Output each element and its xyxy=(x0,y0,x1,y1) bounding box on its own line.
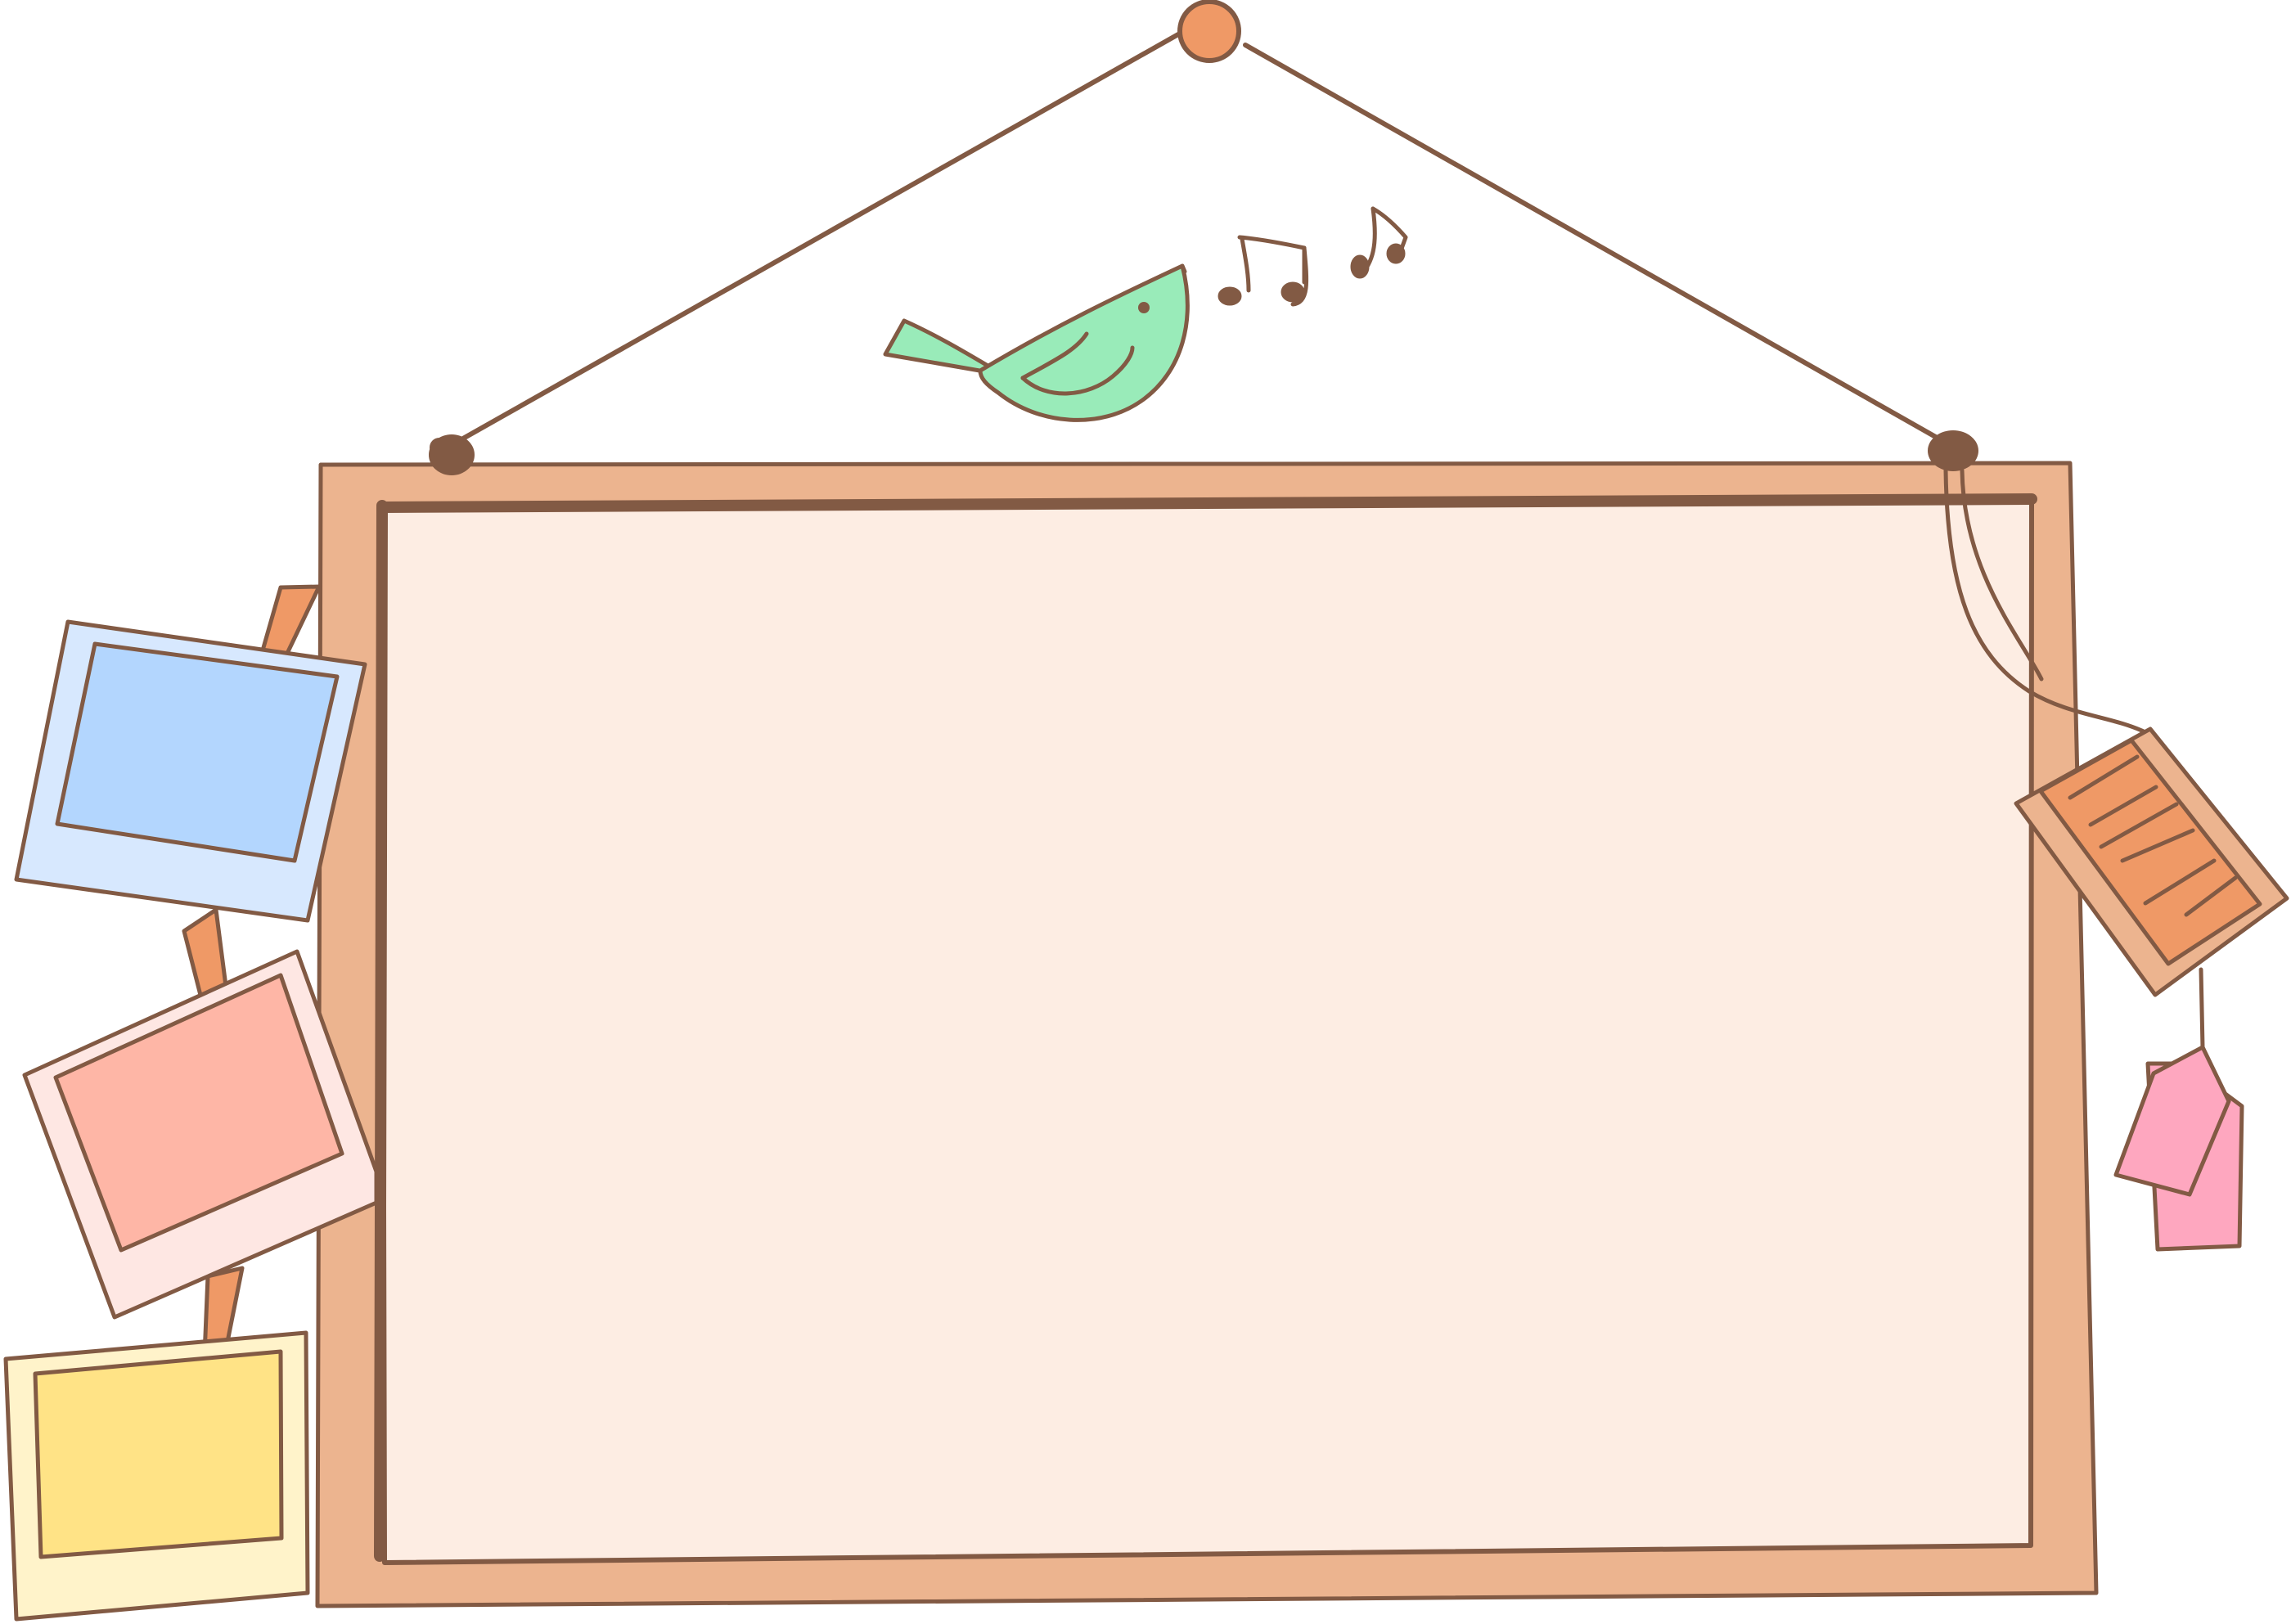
bird-icon xyxy=(883,263,1190,422)
music-notes-icon xyxy=(1218,206,1408,307)
photo-blue xyxy=(14,619,367,923)
note-card-string xyxy=(1943,468,2148,735)
board-surface-edge-left xyxy=(374,500,388,1562)
photo-yellow xyxy=(3,1330,310,1622)
right-nail-icon xyxy=(1928,430,1978,471)
photo-pink xyxy=(22,949,379,1320)
hanging-strings xyxy=(448,32,1954,448)
tag-icon xyxy=(2113,967,2244,1252)
board-surface xyxy=(380,497,2034,1565)
striped-note-icon xyxy=(2014,727,2289,997)
board-surface-edge-top xyxy=(376,493,2037,513)
top-nail-icon xyxy=(1177,0,1241,63)
